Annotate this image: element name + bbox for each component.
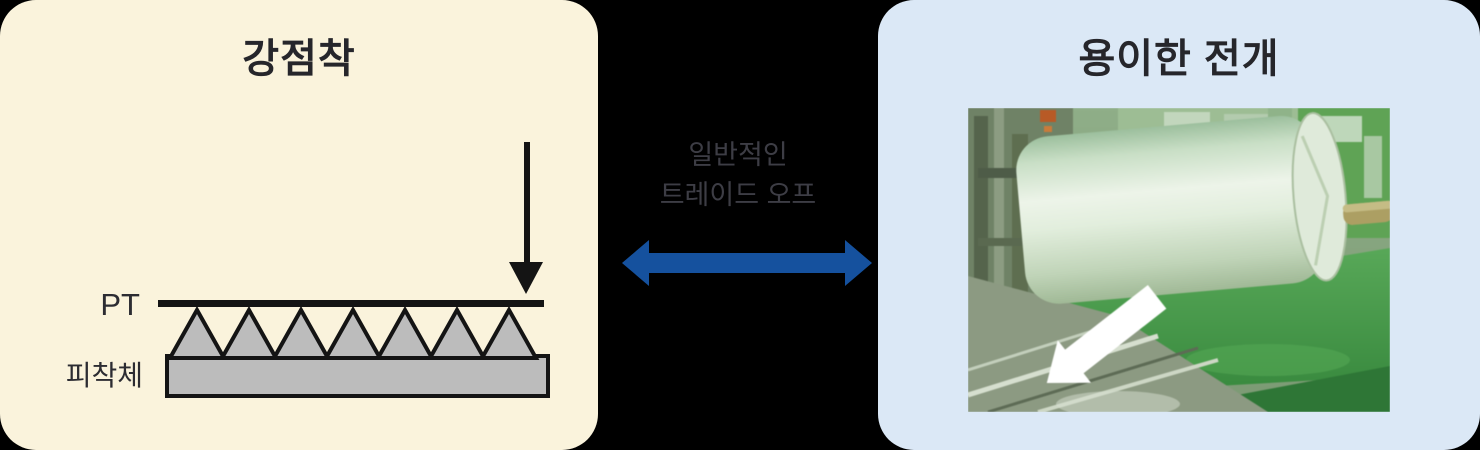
tape-label: PT [100,287,140,322]
adherend-block [165,354,550,398]
film-roll [1016,112,1390,304]
adherend-label: 피착체 [66,360,143,391]
down-arrow-icon [509,142,543,294]
easy-unwinding-title: 용이한 전개 [1078,37,1280,81]
tradeoff-connector: 일반적인 트레이드 오프 [598,0,878,450]
adhesive-triangles [166,305,540,360]
adhesion-diagram: PT 피착체 [66,142,550,398]
film-roll-photo [968,108,1390,412]
tape-line [158,300,544,307]
easy-unwinding-panel: 용이한 전개 [878,0,1480,450]
film-roll-scene [968,108,1390,412]
down-left-arrow-icon [1046,285,1167,384]
tradeoff-label-line1: 일반적인 [688,140,788,170]
strong-adhesion-panel: 강점착 PT 피착체 [0,0,598,450]
tradeoff-label-line2: 트레이드 오프 [659,180,817,210]
left-right-arrow-icon [622,240,872,286]
strong-adhesion-title: 강점착 [242,37,356,81]
tradeoff-label: 일반적인 트레이드 오프 [598,135,878,215]
